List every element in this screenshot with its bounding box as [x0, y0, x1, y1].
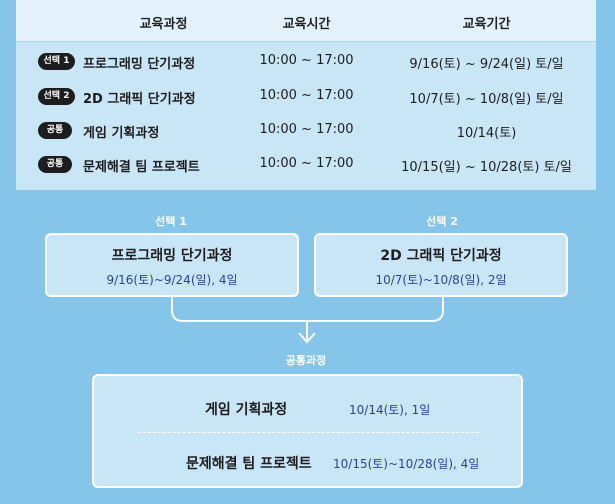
course-name: 프로그래밍 단기과정 [83, 57, 196, 72]
course-time: 10:00 ~ 17:00 [259, 53, 354, 68]
table-row: 선택 2 2D 그래픽 단기과정 10:00 ~ 17:00 10/7(토) ~… [16, 86, 596, 108]
course-period: 10/14(토) [456, 126, 517, 141]
choice2-title: 2D 그래픽 단기과정 [380, 248, 502, 264]
course-badge: 선택 1 [38, 53, 75, 70]
course-time: 10:00 ~ 17:00 [259, 156, 354, 171]
common-item-period: 10/14(토), 1일 [349, 403, 431, 417]
choice1-title: 프로그래밍 단기과정 [111, 248, 233, 264]
header-course: 교육과정 [139, 17, 188, 32]
header-period: 교육기간 [462, 17, 511, 32]
choice2-box: 2D 그래픽 단기과정 10/7(토)~10/8(일), 2일 [314, 233, 568, 297]
table-row: 선택 1 프로그래밍 단기과정 10:00 ~ 17:00 9/16(토) ~ … [16, 51, 596, 73]
course-name: 게임 기획과정 [83, 126, 160, 141]
common-item-title: 문제해결 팀 프로젝트 [186, 456, 312, 472]
course-time: 10:00 ~ 17:00 [259, 88, 354, 103]
choice2-label: 선택 2 [426, 215, 458, 228]
schedule-header: 교육과정 교육시간 교육기간 [16, 0, 596, 42]
course-period: 10/15(일) ~ 10/28(토) 토/일 [401, 160, 572, 175]
course-badge: 선택 2 [38, 88, 75, 105]
course-badge: 공통 [38, 122, 72, 139]
choice1-box: 프로그래밍 단기과정 9/16(토)~9/24(일), 4일 [45, 233, 299, 297]
course-period: 10/7(토) ~ 10/8(일) 토/일 [409, 92, 564, 107]
course-time: 10:00 ~ 17:00 [259, 122, 354, 137]
common-label: 공통과정 [285, 354, 327, 367]
table-row: 공통 문제해결 팀 프로젝트 10:00 ~ 17:00 10/15(일) ~ … [16, 154, 596, 176]
arrow-down-icon [298, 332, 316, 344]
course-name: 2D 그래픽 단기과정 [83, 92, 196, 107]
course-name: 문제해결 팀 프로젝트 [83, 160, 200, 175]
table-row: 공통 게임 기획과정 10:00 ~ 17:00 10/14(토) [16, 120, 596, 142]
course-period: 9/16(토) ~ 9/24(일) 토/일 [409, 57, 564, 72]
choice1-label: 선택 1 [155, 215, 187, 228]
divider [138, 432, 479, 433]
choice2-period: 10/7(토)~10/8(일), 2일 [375, 273, 507, 287]
course-badge: 공통 [38, 156, 72, 173]
schedule-table: 교육과정 교육시간 교육기간 선택 1 프로그래밍 단기과정 10:00 ~ 1… [16, 0, 596, 190]
header-time: 교육시간 [282, 17, 331, 32]
common-item-title: 게임 기획과정 [205, 402, 288, 418]
choice1-period: 9/16(토)~9/24(일), 4일 [106, 273, 238, 287]
common-box: 게임 기획과정 10/14(토), 1일 문제해결 팀 프로젝트 10/15(토… [92, 374, 523, 488]
common-item-period: 10/15(토)~10/28(일), 4일 [333, 457, 480, 471]
